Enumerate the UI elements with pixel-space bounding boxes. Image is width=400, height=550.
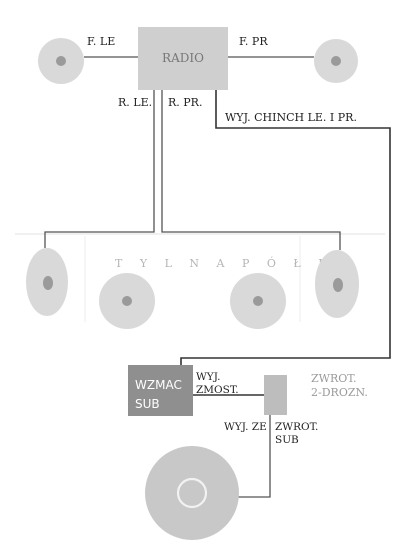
front-right-label: F. PR <box>239 35 268 48</box>
wire-rear-left <box>44 90 155 248</box>
rear-right-label: R. PR. <box>168 96 202 109</box>
bridged-output-label-line2: ZMOST. <box>196 384 239 396</box>
crossover-box <box>264 375 287 415</box>
wire-rear-right <box>161 90 341 250</box>
amplifier-label-line1: WZMAC <box>135 378 182 392</box>
radio-box <box>138 27 228 90</box>
crossover-label-line2: 2-DROZN. <box>311 386 368 399</box>
rear-shelf-label: T Y L N A P Ó Ł K A <box>115 256 359 270</box>
speaker-rear-left-oval <box>26 248 68 316</box>
speaker-rear-right-round <box>230 273 286 329</box>
radio-label: RADIO <box>162 51 204 65</box>
speaker-rear-right-oval <box>315 250 359 318</box>
speaker-front-left <box>38 38 84 84</box>
sub-amplifier-box <box>128 365 193 416</box>
speaker-rear-left-round <box>99 273 155 329</box>
subwoofer-speaker <box>145 446 239 540</box>
speaker-front-right <box>314 39 358 83</box>
crossover-out-label-line2: ZWROT. <box>275 421 318 433</box>
rca-output-label: WYJ. CHINCH LE. I PR. <box>225 111 357 124</box>
amplifier-label-line2: SUB <box>135 397 160 411</box>
crossover-out-label-line1: WYJ. ZE <box>224 421 267 433</box>
crossover-out-label-line3: SUB <box>275 434 299 446</box>
front-left-label: F. LE <box>87 35 115 48</box>
bridged-output-label-line1: WYJ. <box>196 371 220 383</box>
rear-left-label: R. LE. <box>118 96 152 109</box>
crossover-label-line1: ZWROT. <box>311 372 356 385</box>
wire-rca <box>180 90 391 366</box>
